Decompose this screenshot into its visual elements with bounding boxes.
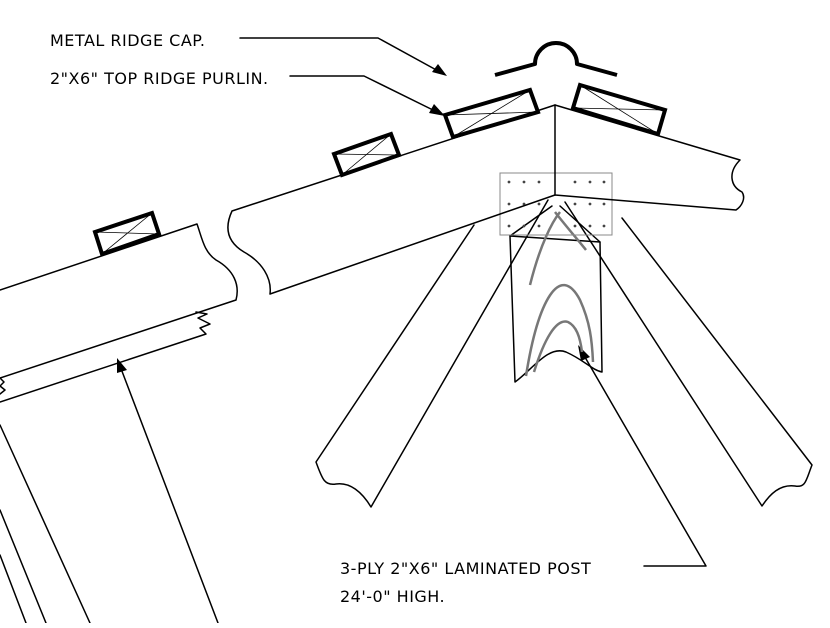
right-brace: [564, 201, 813, 507]
leader-ridge-cap: [239, 37, 447, 76]
metal-ridge-cap: [494, 41, 618, 77]
gusset-plate: [499, 172, 613, 236]
lower-posts: [0, 424, 91, 624]
gusset-bolts: [507, 180, 606, 228]
lower-rafter: [0, 223, 238, 379]
lower-beam: [0, 311, 211, 403]
left-brace: [315, 199, 549, 508]
label-laminated-post: 3-PLY 2"X6" LAMINATED POST: [340, 559, 591, 578]
purlin-middle: [331, 131, 402, 178]
purlin-lower: [92, 210, 162, 257]
label-metal-ridge-cap: METAL RIDGE CAP.: [50, 31, 206, 50]
leader-lower-beam: [117, 358, 219, 624]
leader-laminated-post: [578, 345, 707, 567]
leader-top-purlin: [289, 75, 445, 116]
label-top-ridge-purlin: 2"X6" TOP RIDGE PURLIN.: [50, 69, 269, 88]
laminated-post: [509, 205, 603, 383]
ridge-purlin-left: [442, 87, 541, 140]
left-upper-rafter: [227, 104, 556, 295]
ridge-purlin-right: [570, 82, 668, 137]
label-post-height: 24'-0" HIGH.: [340, 587, 445, 606]
right-upper-rafter: [554, 104, 745, 211]
